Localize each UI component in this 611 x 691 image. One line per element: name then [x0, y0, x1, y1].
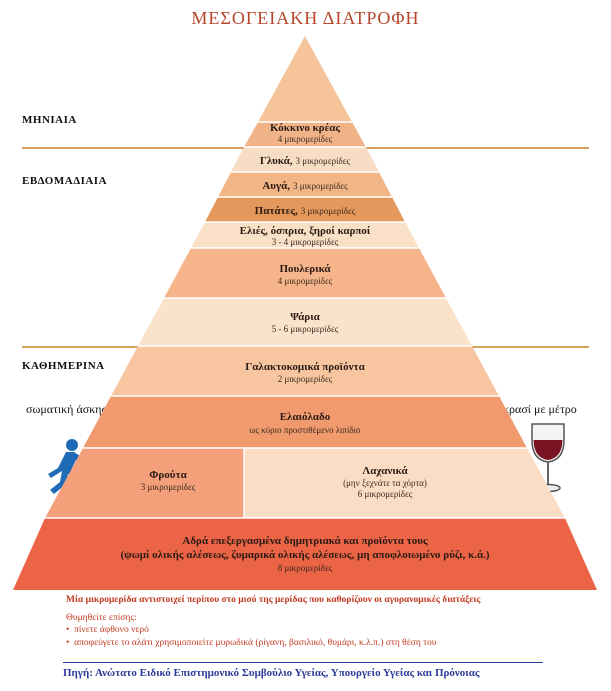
grains-portions: 8 μικρομερίδες [278, 563, 333, 573]
tier-red-meat [244, 122, 366, 147]
bullet-water-text: πίνετε άφθονο νερό [74, 625, 149, 635]
poultry-portions: 4 μικρομερίδες [278, 276, 333, 286]
sweets-label: Γλυκά,3 μικρομερίδες [260, 155, 351, 167]
red-meat-label: Κόκκινο κρέας [270, 122, 340, 134]
fish-label: Ψάρια [290, 311, 320, 323]
grains-label: Αδρά επεξεργασμένα δημητριακά και προϊόν… [182, 535, 428, 547]
eggs-label: Αυγά,3 μικρομερίδες [262, 180, 348, 192]
tier-dairy [111, 346, 499, 396]
tier-eggs [218, 172, 392, 197]
vegetables-note: (μην ξεχνάτε τα χόρτα) [343, 478, 427, 488]
portion-note: Μία μικρομερίδα αντιστοιχεί περίπου στο … [66, 595, 481, 605]
grains-examples: (ψωμί ολικής αλέσεως, ζυμαρικά ολικής αλ… [120, 549, 489, 561]
bullet-salt-text: αποφεύγετε το αλάτι χρησιμοποιείτε μυρωδ… [74, 638, 437, 648]
dairy-portions: 2 μικρομερίδες [278, 374, 333, 384]
tier-grains [13, 518, 597, 590]
band-label-monthly: ΜΗΝΙΑΙΑ [22, 114, 77, 126]
fruits-portions: 3 μικρομερίδες [141, 482, 196, 492]
tier-poultry [164, 248, 446, 298]
source-divider [63, 662, 543, 663]
olives-portions: 3 - 4 μικρομερίδες [272, 237, 339, 247]
tier-potatoes [205, 197, 405, 222]
olive-oil-portions: ως κύριο προστιθέμενο λιπίδιο [249, 425, 361, 435]
olive-oil-label: Ελαιόλαδο [280, 411, 331, 423]
bullet-salt: • αποφεύγετε το αλάτι χρησιμοποιείτε μυρ… [66, 638, 437, 648]
tier-fish [138, 298, 472, 346]
band-label-daily: ΚΑΘΗΜΕΡΙΝΑ [22, 360, 105, 372]
page-title: ΜΕΣΟΓΕΙΑΚΗ ΔΙΑΤΡΟΦΗ [191, 8, 420, 28]
dairy-label: Γαλακτοκομικά προϊόντα [245, 361, 365, 373]
tier-sweets [231, 147, 379, 172]
vegetables-portions: 6 μικρομερίδες [358, 489, 413, 499]
tier-olives [191, 222, 419, 248]
fish-portions: 5 - 6 μικρομερίδες [272, 324, 339, 334]
source-line: Πηγή: Ανώτατο Ειδικό Επιστημονικό Συμβού… [63, 667, 480, 679]
fruits-label: Φρούτα [149, 469, 187, 481]
vegetables-label: Λαχανικά [362, 465, 408, 477]
bullet-water: • πίνετε άφθονο νερό [66, 625, 149, 635]
running-person-icon [48, 439, 86, 494]
olives-label: Ελιές, όσπρια, ξηροί καρποί [240, 225, 371, 237]
wine-label: κρασί με μέτρο [503, 402, 577, 416]
exercise-label: σωματική άσκηση [26, 402, 115, 416]
tier-apex [258, 36, 352, 122]
red-meat-portions: 4 μικρομερίδες [278, 134, 333, 144]
potatoes-label: Πατάτες,3 μικρομερίδες [255, 205, 356, 217]
band-label-weekly: ΕΒΔΟΜΑΔΙΑΙΑ [22, 175, 108, 187]
remember-heading: Θυμηθείτε επίσης: [66, 613, 137, 623]
tier-vegetables [244, 448, 565, 518]
tier-fruits [45, 448, 244, 518]
tier-olive-oil [83, 396, 527, 448]
poultry-label: Πουλερικά [279, 263, 331, 275]
